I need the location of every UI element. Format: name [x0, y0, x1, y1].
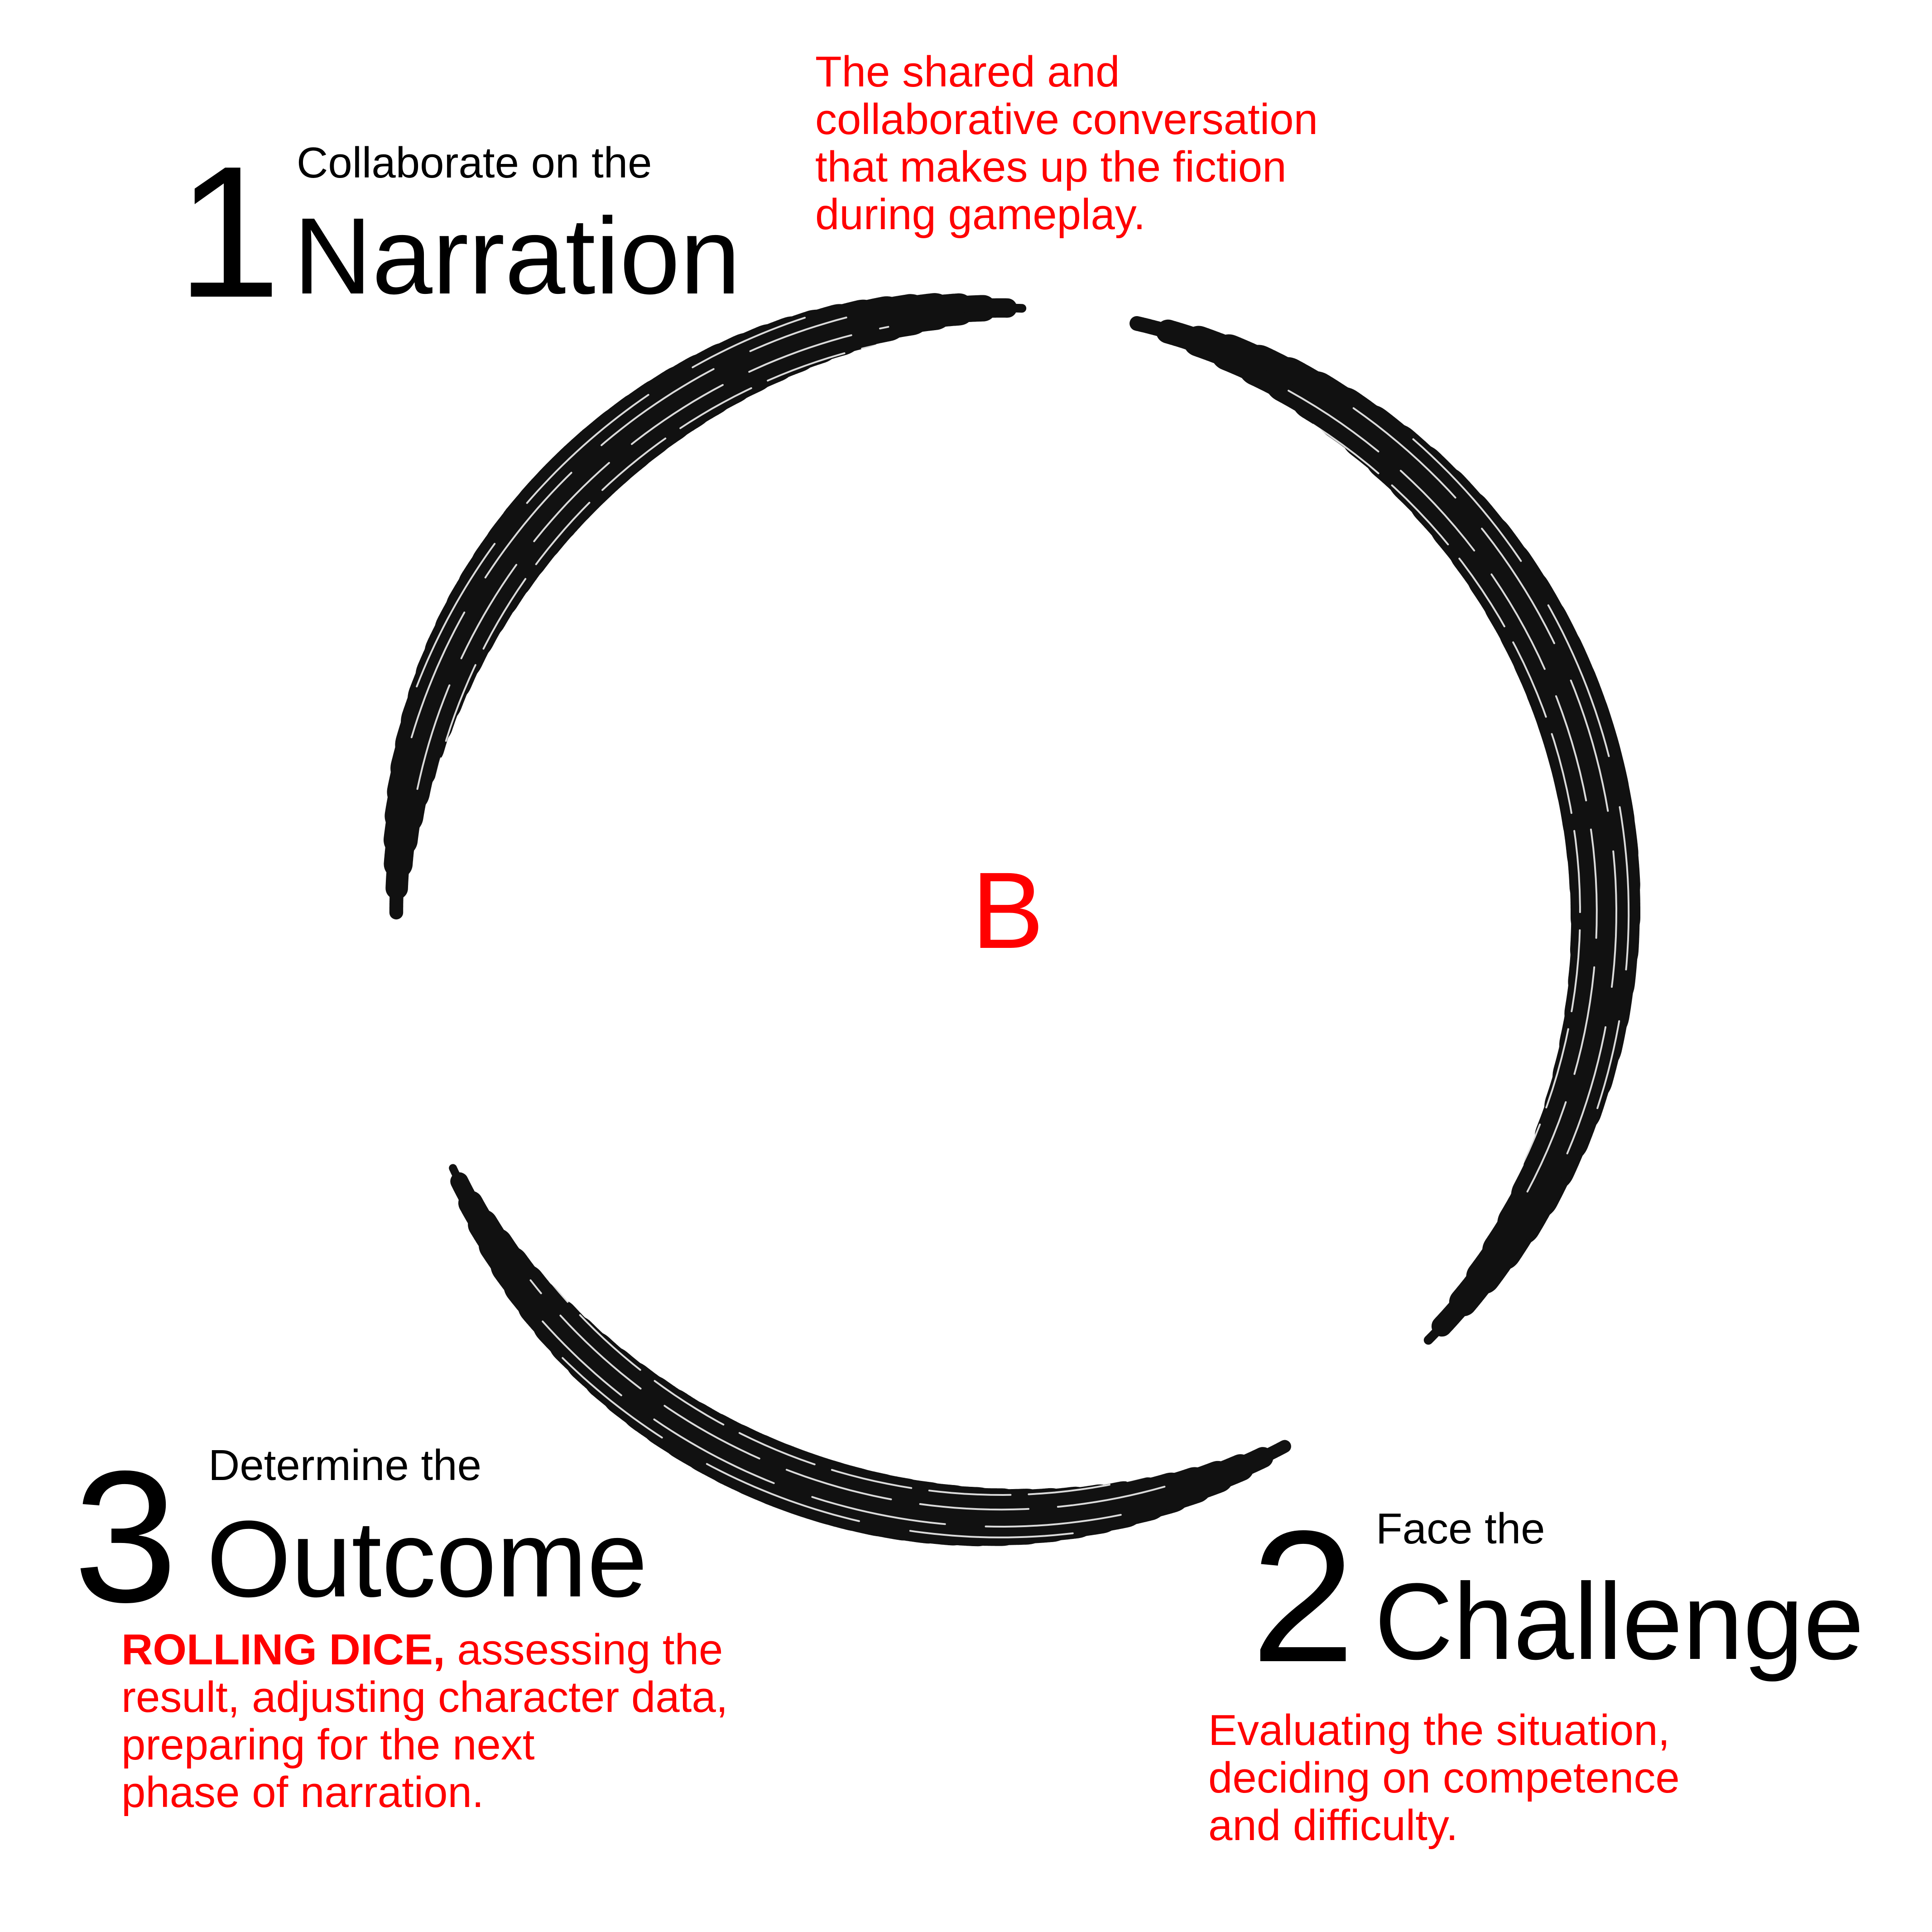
step-3-note: ROLLING DICE, assessing the result, adju…: [121, 1626, 728, 1816]
enso-brush-piece: [1423, 1312, 1456, 1345]
center-label: B: [971, 850, 1044, 971]
step-2-number: 2: [1251, 1491, 1355, 1701]
enso-dry-streak: [519, 1240, 1206, 1496]
step-1-note-line-4: during gameplay.: [815, 190, 1146, 239]
enso-dry-streak: [1412, 438, 1630, 1109]
enso-segment-narration: [384, 293, 1027, 920]
step-1-note-line-2: collaborative conversation: [815, 95, 1318, 144]
step-2-note-line-1: Evaluating the situation,: [1208, 1706, 1670, 1754]
step-3-note-line-3: preparing for the next: [121, 1721, 535, 1769]
step-3-prefix: Determine the: [208, 1441, 481, 1490]
enso-dry-streak: [424, 335, 929, 839]
enso-dry-streak: [416, 326, 889, 790]
step-1-prefix: Collaborate on the: [297, 139, 652, 187]
enso-segment-challenge: [1129, 316, 1640, 1345]
step-3-note-line-1: ROLLING DICE, assessing the: [121, 1626, 728, 1673]
step-3-note-emphasis: ROLLING DICE,: [121, 1625, 445, 1674]
enso-dry-streak: [410, 317, 847, 739]
enso-dry-streak: [1352, 407, 1618, 1154]
enso-brush-piece: [449, 1164, 468, 1194]
step-2-prefix: Face the: [1376, 1504, 1545, 1553]
step-1-number: 1: [177, 127, 281, 336]
step-1-note-line-3: that makes up the fiction: [815, 143, 1287, 191]
enso-dry-streak: [416, 317, 806, 687]
enso-strokes: [384, 293, 1640, 1547]
step-1-note-line-1: The shared and: [815, 48, 1120, 96]
step-2-title: Challenge: [1375, 1561, 1864, 1682]
enso-dry-streak: [562, 1357, 1074, 1538]
step-1-title: Narration: [293, 195, 741, 317]
step-2-note-line-3: and difficulty.: [1208, 1801, 1458, 1850]
step-2-note: Evaluating the situation, deciding on co…: [1208, 1706, 1680, 1849]
enso-dry-streak: [529, 1279, 1166, 1511]
step-3-number: 3: [73, 1432, 178, 1641]
step-2-note-line-2: deciding on competence: [1208, 1754, 1680, 1802]
step-3-note-line-4: phase of narration.: [121, 1768, 484, 1817]
step-3-note-line-2: result, adjusting character data,: [121, 1673, 728, 1721]
step-3-title: Outcome: [207, 1498, 648, 1620]
enso-dry-streak: [1288, 389, 1598, 1193]
enso-dry-streak: [542, 1320, 1122, 1528]
step-1-note: The shared and collaborative conversatio…: [815, 48, 1318, 238]
enso-dry-streak: [1224, 377, 1581, 1227]
enso-segment-outcome: [449, 1164, 1291, 1547]
step-3-note-line-1-rest: assessing the: [445, 1625, 723, 1674]
